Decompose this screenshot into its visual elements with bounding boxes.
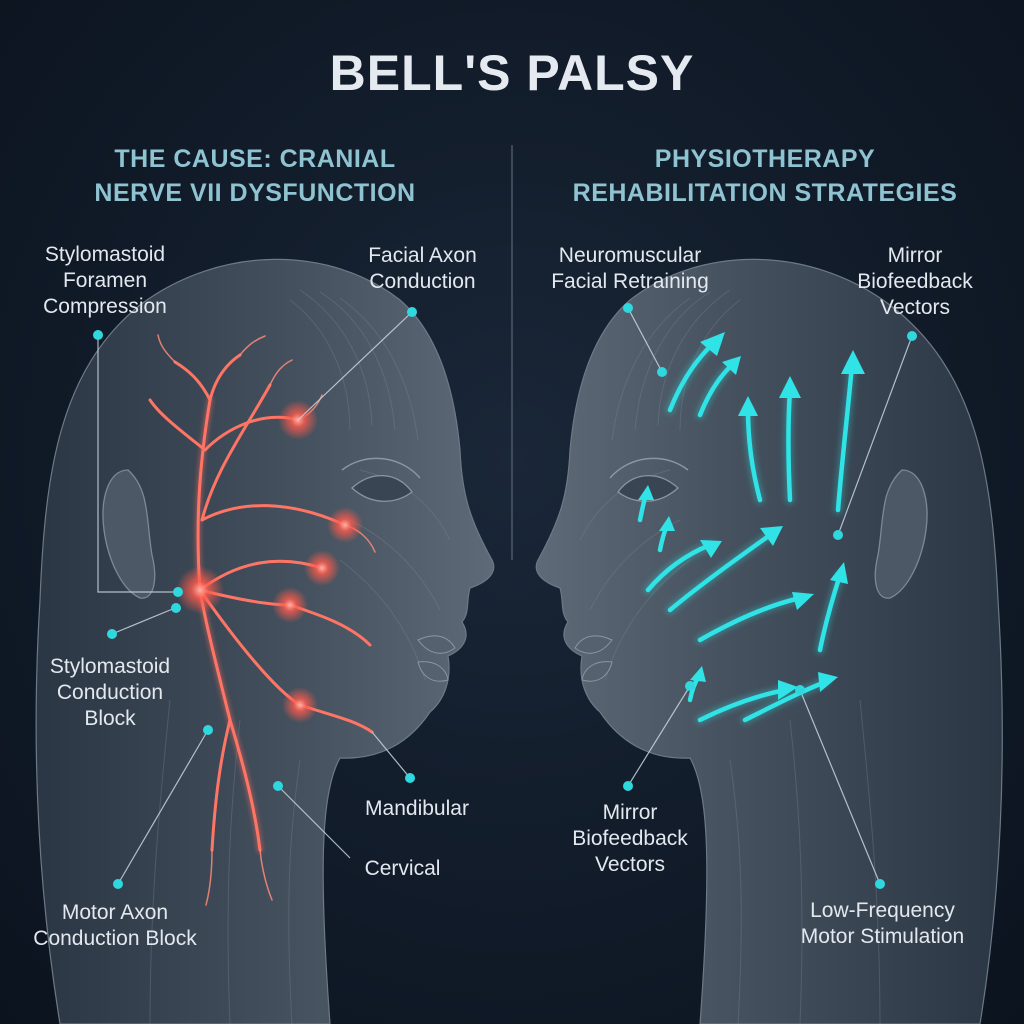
label-line: Foramen	[62, 269, 148, 292]
label-neuromuscular-facial-retraining: Neuromuscular Facial Retraining	[535, 243, 725, 295]
label-line: Motor Axon	[61, 901, 169, 924]
right-head	[535, 258, 1003, 1024]
label-line: Stylomastoid	[44, 243, 166, 266]
right-heading-line-2: REHABILITATION STRATEGIES	[572, 179, 958, 207]
left-heading-line-1: THE CAUSE: CRANIAL	[114, 145, 396, 173]
label-line: Facial Axon	[368, 244, 477, 267]
right-leader-lines	[627, 307, 913, 885]
label-stylomastoid-foramen-compression: Stylomastoid Foramen Compression	[20, 242, 190, 320]
left-callout-dots	[93, 307, 417, 889]
label-line: Vectors	[879, 296, 951, 319]
label-line: Mirror	[887, 244, 943, 267]
label-motor-axon-conduction-block: Motor Axon Conduction Block	[15, 900, 215, 952]
left-heading-line-2: NERVE VII DYSFUNCTION	[94, 179, 416, 207]
label-line: Facial Retraining	[551, 270, 709, 293]
label-line: Stylomastoid	[49, 655, 171, 678]
label-mirror-biofeedback-vectors-bottom: Mirror Biofeedback Vectors	[555, 800, 705, 878]
right-heading-line-1: PHYSIOTHERAPY	[654, 145, 876, 173]
label-low-frequency-motor-stimulation: Low-Frequency Motor Stimulation	[780, 898, 985, 950]
label-line: Motor Stimulation	[800, 925, 965, 948]
right-callout-dots	[623, 303, 917, 889]
label-line: Mandibular	[365, 797, 469, 820]
label-line: Cervical	[364, 857, 441, 880]
label-cervical: Cervical	[350, 856, 455, 882]
facial-nerve-network	[148, 334, 376, 906]
label-facial-axon-conduction: Facial Axon Conduction	[350, 243, 495, 295]
left-panel-heading: THE CAUSE: CRANIAL NERVE VII DYSFUNCTION	[60, 142, 450, 210]
left-head	[35, 258, 495, 1024]
label-line: Biofeedback	[857, 270, 973, 293]
label-mirror-biofeedback-vectors-top: Mirror Biofeedback Vectors	[835, 243, 995, 321]
label-line: Conduction	[56, 681, 164, 704]
page-title: BELL'S PALSY	[329, 45, 695, 101]
label-stylomastoid-conduction-block: Stylomastoid Conduction Block	[30, 654, 190, 732]
left-leader-lines	[97, 311, 413, 885]
nerve-glow-points	[176, 400, 363, 723]
label-mandibular: Mandibular	[352, 796, 482, 822]
label-line: Compression	[43, 295, 167, 318]
label-line: Mirror	[602, 801, 658, 824]
label-line: Block	[84, 707, 136, 730]
label-line: Low-Frequency	[810, 899, 955, 922]
label-line: Conduction Block	[33, 927, 197, 950]
label-line: Neuromuscular	[558, 244, 702, 267]
label-line: Vectors	[594, 853, 666, 876]
right-panel-heading: PHYSIOTHERAPY REHABILITATION STRATEGIES	[540, 142, 990, 210]
rehab-vector-arrows	[637, 332, 865, 725]
label-line: Biofeedback	[572, 827, 688, 850]
label-line: Conduction	[369, 270, 476, 293]
